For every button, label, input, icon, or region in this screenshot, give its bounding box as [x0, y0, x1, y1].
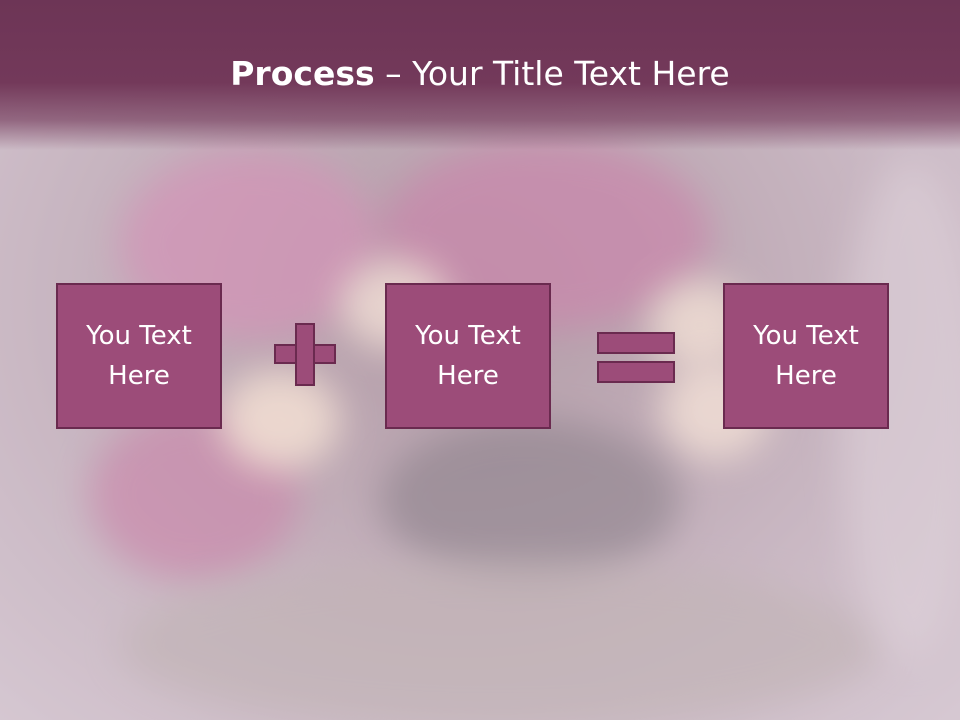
- process-box-1: You Text Here: [56, 283, 222, 429]
- title-rest-text: – Your Title Text Here: [374, 54, 730, 93]
- process-box-1-line-2: Here: [108, 361, 170, 391]
- process-box-2-line-2: Here: [437, 361, 499, 391]
- basket-shadow-shape: [380, 420, 680, 580]
- basket-rim-shape: [120, 560, 880, 720]
- title-bold-text: Process: [230, 54, 375, 93]
- process-box-2-text: You Text Here: [398, 316, 538, 396]
- process-box-3-text: You Text Here: [736, 316, 876, 396]
- process-box-2: You Text Here: [385, 283, 551, 429]
- rose-shape: [220, 370, 340, 470]
- slide-title: Process – Your Title Text Here: [0, 52, 960, 96]
- process-box-3-line-1: You Text: [753, 321, 859, 351]
- title-band: [0, 0, 960, 150]
- process-box-3: You Text Here: [723, 283, 889, 429]
- equals-top-bar: [597, 332, 675, 354]
- process-box-3-line-2: Here: [775, 361, 837, 391]
- process-box-1-line-1: You Text: [86, 321, 192, 351]
- process-box-1-text: You Text Here: [69, 316, 209, 396]
- process-box-2-line-1: You Text: [415, 321, 521, 351]
- equals-bottom-bar: [597, 361, 675, 383]
- plus-center-fill: [297, 346, 313, 362]
